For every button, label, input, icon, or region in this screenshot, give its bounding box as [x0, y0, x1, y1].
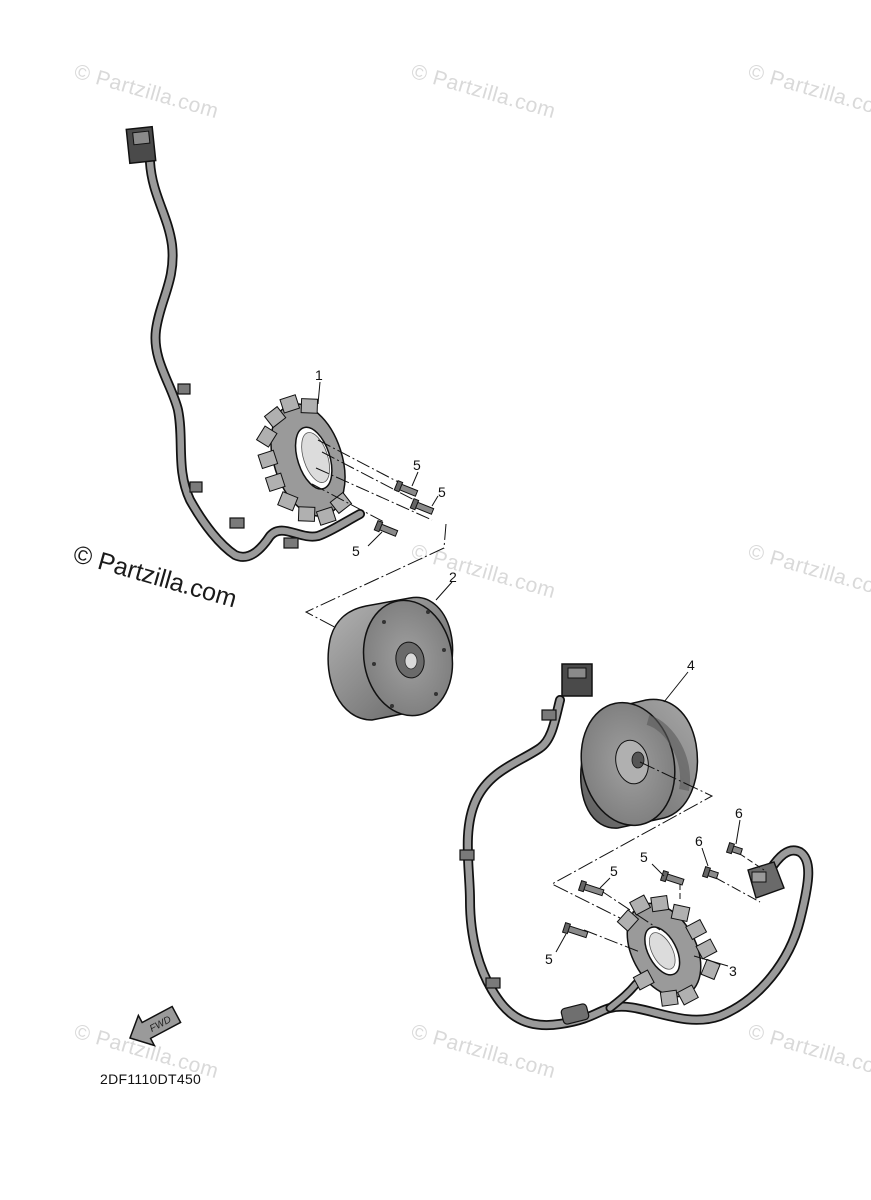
flywheel-2 — [327, 596, 454, 721]
callout-6: 6 — [695, 833, 703, 849]
bolt-6-lower — [701, 841, 743, 880]
callout-5: 5 — [413, 457, 421, 473]
lower-wire-harness — [459, 663, 814, 1031]
callout-3: 3 — [729, 963, 737, 979]
upper-wire-harness — [125, 125, 365, 562]
callout-5: 5 — [610, 863, 618, 879]
callout-2: 2 — [449, 569, 457, 585]
flywheel-4 — [580, 698, 699, 829]
lower-callout-lines — [555, 671, 741, 967]
callout-5: 5 — [352, 543, 360, 559]
callout-1: 1 — [315, 367, 323, 383]
upper-callout-lines — [317, 381, 453, 601]
lower-connector — [561, 663, 593, 697]
stator-3 — [616, 894, 721, 1007]
callout-5: 5 — [545, 951, 553, 967]
callout-5: 5 — [438, 484, 446, 500]
bolt-5-lower — [561, 869, 685, 939]
upper-leader-lines — [304, 439, 447, 633]
stator-1 — [255, 394, 353, 526]
lower-leader-lines — [550, 761, 765, 953]
bolt-5-upper — [373, 479, 435, 537]
diagram-code: 2DF1110DT450 — [100, 1071, 202, 1087]
sensor-block — [747, 861, 785, 899]
callout-6: 6 — [735, 805, 743, 821]
callout-5: 5 — [640, 849, 648, 865]
fwd-arrow-icon: FWD — [129, 1005, 182, 1047]
callout-4: 4 — [687, 657, 695, 673]
upper-connector — [125, 125, 157, 165]
